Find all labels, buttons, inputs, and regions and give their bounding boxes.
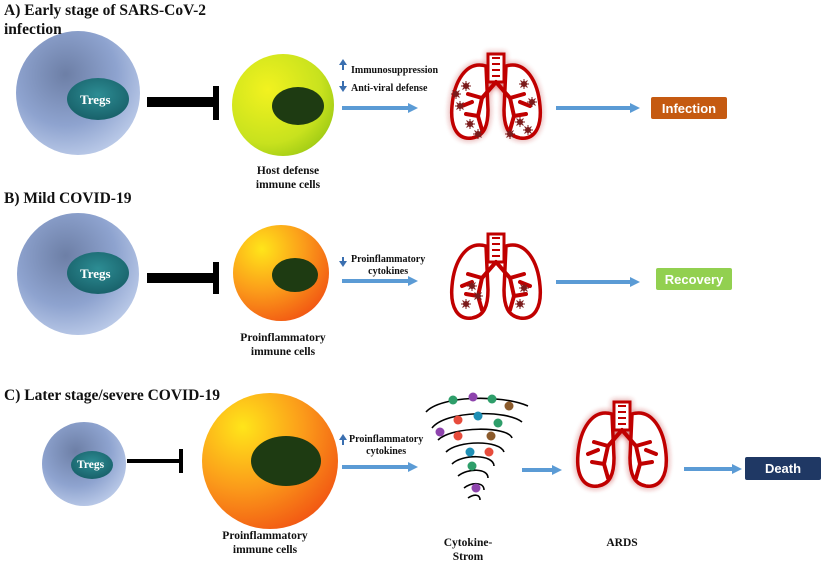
- tregs-nucleus-c: [71, 451, 113, 479]
- proinflammatory-nucleus-b: [272, 258, 318, 292]
- tregs-label-b: Tregs: [80, 266, 111, 281]
- lungs-icon: [449, 52, 543, 141]
- outcome-infection-box: Infection: [651, 97, 727, 119]
- outcome-death-box: Death: [745, 457, 821, 480]
- proinflammatory-nucleus-c: [251, 436, 321, 486]
- cytokine-storm-icon: [425, 392, 529, 501]
- inhibition-bar-icon: [127, 449, 183, 473]
- proinflammatory-label-c: Proinflammatory immune cells: [222, 530, 308, 556]
- row-b: [17, 213, 640, 335]
- heading-c: C) Later stage/severe COVID-19: [4, 387, 220, 404]
- heading-a: A) Early stage of SARS-CoV-2 infection: [4, 2, 207, 38]
- ards-label: ARDS: [606, 537, 638, 549]
- note-immunosuppression: Immunosuppression: [351, 65, 439, 76]
- lungs-icon: [449, 232, 543, 321]
- outcome-recovery-box: Recovery: [656, 268, 732, 290]
- note-proinflammatory-cytokines-b: Proinflammatory cytokines: [351, 254, 426, 277]
- row-a: [16, 31, 640, 156]
- row-c: [42, 392, 742, 529]
- host-defense-nucleus: [272, 87, 324, 125]
- tregs-label-c: Tregs: [77, 459, 105, 471]
- inhibition-bar-icon: [147, 262, 219, 294]
- inhibition-bar-icon: [147, 86, 219, 120]
- note-proinflammatory-cytokines-c: Proinflammatory cytokines: [349, 434, 424, 457]
- tregs-nucleus-a: [67, 78, 129, 120]
- heading-b: B) Mild COVID-19: [4, 190, 132, 207]
- cytokine-storm-label: Cytokine- Strom: [443, 537, 493, 563]
- proinflammatory-label-b: Proinflammatory immune cells: [240, 332, 326, 358]
- lungs-icon: [575, 400, 669, 489]
- tregs-nucleus-b: [67, 252, 129, 294]
- note-anti-viral-defense: Anti-viral defense: [351, 83, 428, 94]
- tregs-label-a: Tregs: [80, 92, 111, 107]
- host-defense-label: Host defense immune cells: [255, 165, 321, 191]
